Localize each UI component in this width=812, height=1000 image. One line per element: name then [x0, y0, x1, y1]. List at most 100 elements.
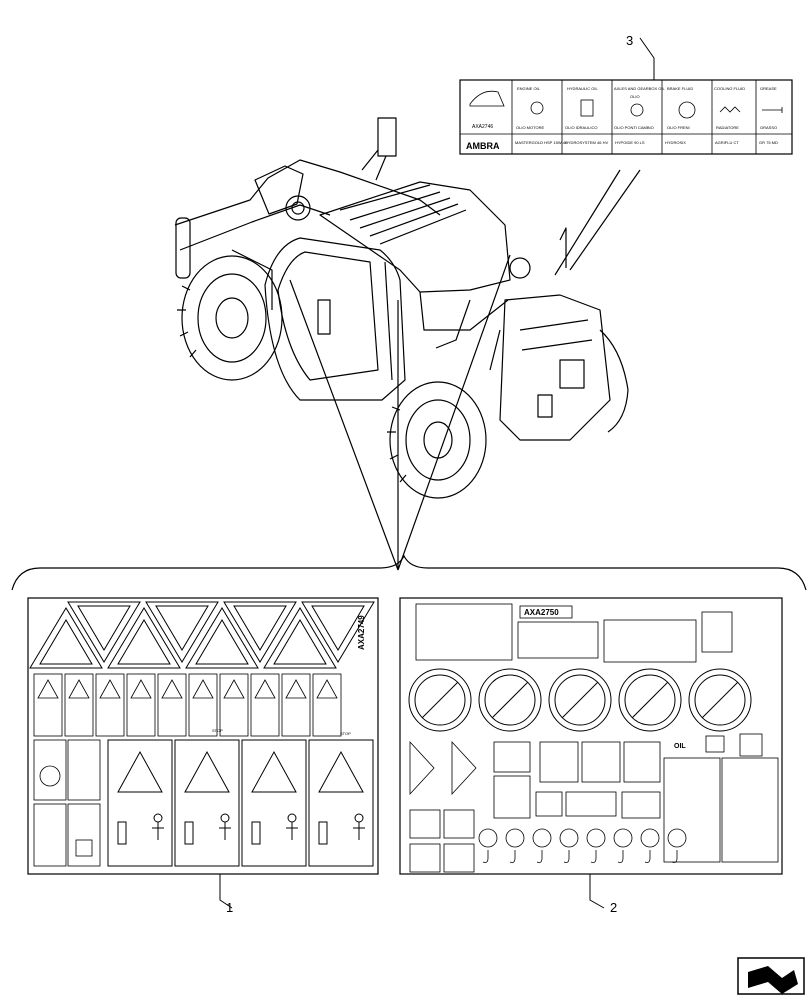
prohibition-slash — [701, 681, 739, 719]
person-warning-decal — [107, 739, 173, 867]
crush-hazard-triangle-up — [107, 607, 181, 669]
prohibition-decal — [548, 668, 612, 732]
lifting-point-icon — [505, 828, 525, 848]
crush-hazard-triangle-up — [263, 607, 337, 669]
lifting-point-icon — [586, 828, 606, 848]
brake-fluid-icon — [678, 101, 696, 119]
door-icon — [184, 821, 194, 845]
hook-decal — [443, 809, 475, 839]
callout-2-number: 2 — [610, 900, 617, 915]
callout-3: 3 — [626, 33, 655, 80]
header-brake-fluid: BRAKE FLUID — [667, 86, 693, 91]
axle-sub-label: OLIO — [630, 94, 640, 99]
coolant-wave-icon — [719, 106, 741, 113]
triangle-inner — [39, 619, 93, 665]
triangle-inner — [311, 605, 365, 651]
fuel-can-decal — [705, 735, 725, 753]
person-warning-decal — [241, 739, 307, 867]
crush-hazard-triangle-down — [67, 601, 141, 663]
oil-drop-icon — [530, 101, 544, 115]
crush-warning-decal — [67, 739, 101, 801]
person-body — [353, 822, 365, 840]
hook-decal — [409, 843, 441, 873]
fluid-label-brand: AMBRA — [466, 141, 500, 151]
warning-decal-small — [64, 673, 94, 737]
italian-hydraulic-oil: OLIO IDRAULICO — [565, 125, 597, 130]
warning-triangle-icon — [99, 679, 121, 699]
header-hydraulic-oil: HYDRAULIC OIL — [567, 86, 598, 91]
warning-decal-small — [33, 673, 63, 737]
person-warning-decal — [308, 739, 374, 867]
load-warning-decal-1 — [663, 757, 721, 863]
triangle-inner — [233, 605, 287, 651]
prohibition-decal — [618, 668, 682, 732]
person-body — [286, 822, 298, 840]
prohibition-decal — [408, 668, 472, 732]
triangle-inner — [273, 619, 327, 665]
door-icon — [251, 821, 261, 845]
hook-icon — [617, 850, 624, 863]
tank-decal — [623, 741, 661, 783]
header-grease: GREASE — [760, 86, 777, 91]
arrow-decal-2 — [451, 740, 477, 796]
header-cooling-fluid: COOLING FLUID — [714, 86, 745, 91]
prohibition-slash — [491, 681, 529, 719]
oil-pressure-decal — [493, 775, 531, 819]
italian-axles-oil: OLIO PONTI CAMBIO — [614, 125, 654, 130]
product-cooling-fluid: AGRIFLU CT — [715, 140, 739, 145]
italian-cooling-fluid: RADIATORE — [716, 125, 739, 130]
warning-triangle-icon — [223, 679, 245, 699]
italian-grease: GRASSO — [760, 125, 777, 130]
header-engine-oil: ENGINE OIL — [517, 86, 541, 91]
warning-triangle-icon — [161, 679, 183, 699]
crush-hazard-triangle-up — [29, 607, 103, 669]
lifting-point-icon — [478, 828, 498, 848]
crush-hazard-triangle-down — [145, 601, 219, 663]
filter-decal — [535, 791, 563, 817]
prohibition-slash — [631, 681, 669, 719]
prohibition-inner — [484, 674, 536, 726]
warning-decal-small — [219, 673, 249, 737]
triangle-inner — [155, 605, 209, 651]
hydraulic-fluid-decal — [701, 611, 733, 653]
prohibition-inner — [554, 674, 606, 726]
lifting-point-icon — [532, 828, 552, 848]
warning-triangle-icon — [68, 679, 90, 699]
grease-gun-icon — [762, 107, 783, 113]
warning-decal-small — [157, 673, 187, 737]
telehandler-illustration — [174, 117, 641, 571]
fluid-label-code: AXA2746 — [472, 124, 493, 130]
oil-decal — [565, 791, 617, 817]
battery-decal — [493, 741, 531, 773]
hook-icon — [590, 850, 597, 863]
next-page-icon[interactable] — [737, 957, 805, 995]
warning-triangle-icon — [316, 679, 338, 699]
prohibition-inner — [624, 674, 676, 726]
person-icon — [287, 813, 297, 823]
person-icon — [153, 813, 163, 823]
hook-icon — [509, 850, 516, 863]
warning-decal-small — [281, 673, 311, 737]
hook-decal — [409, 809, 441, 839]
product-axles-oil: HYPOIDE 90 LS — [615, 140, 645, 145]
sheets-bracket — [11, 554, 807, 591]
callout-3-number: 3 — [626, 33, 633, 48]
callout-1-number: 1 — [226, 900, 233, 915]
hook-icon — [563, 850, 570, 863]
prohibition-slash — [421, 681, 459, 719]
lifting-point-icon — [640, 828, 660, 848]
hook-icon — [536, 850, 543, 863]
stop-label-1: STOP — [212, 728, 223, 733]
prohibition-decal — [688, 668, 752, 732]
door-icon — [318, 821, 328, 845]
lifting-point-icon — [613, 828, 633, 848]
left-sheet-code: AXA2749 — [357, 615, 366, 650]
fluid-label: AXA2746 AMBRA ENGINE OIL HYDRAULIC OIL A… — [459, 79, 793, 155]
right-sheet-code: AXA2750 — [524, 608, 559, 617]
warning-decal-small — [312, 673, 342, 737]
product-grease: GR 75 MD — [759, 140, 778, 145]
warning-decal-small — [95, 673, 125, 737]
product-hydraulic-oil: HYDROSYSTEM 46 HV — [565, 140, 608, 145]
italian-engine-oil: OLIO MOTORE — [516, 125, 544, 130]
